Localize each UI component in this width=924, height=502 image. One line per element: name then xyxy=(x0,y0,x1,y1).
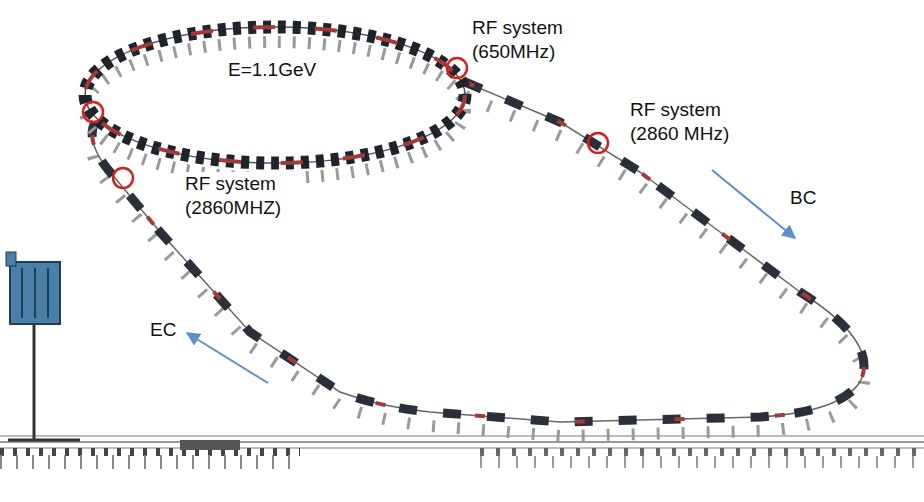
text-label: EC xyxy=(148,318,178,342)
text-label: BC xyxy=(788,186,818,210)
rf-marker xyxy=(83,58,608,188)
text-label: E=1.1GeV xyxy=(226,58,318,82)
text-label: RF system (2860 MHz) xyxy=(628,98,747,146)
beamline xyxy=(0,436,924,462)
power-cabinet xyxy=(6,252,80,440)
text-label: RF system (2860MHZ) xyxy=(183,172,299,220)
text-label: RF system (650MHz) xyxy=(470,16,574,64)
bunch-compressor-loop xyxy=(92,82,864,436)
storage-ring xyxy=(85,27,465,178)
